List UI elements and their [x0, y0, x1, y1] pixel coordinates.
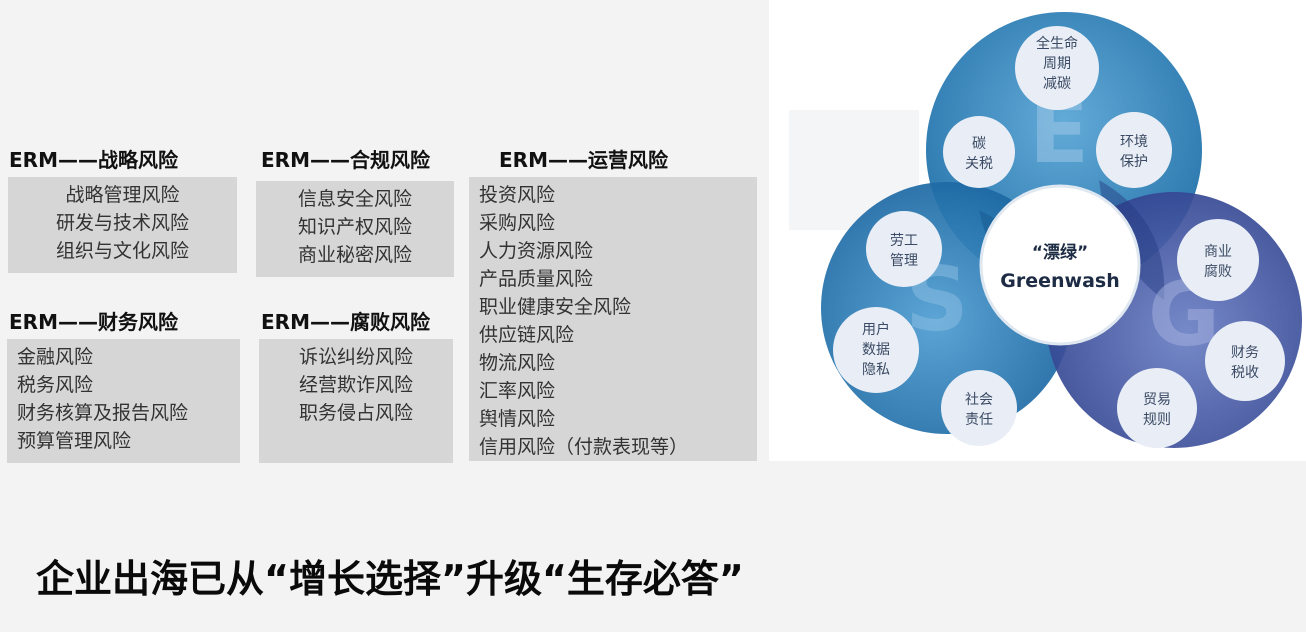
node-text: 社会 — [965, 392, 993, 408]
node-text: 关税 — [965, 156, 993, 172]
greenwash-circle — [979, 184, 1141, 346]
node-carbon-tax: 碳 关税 — [943, 116, 1015, 188]
node-text: 商业 — [1204, 244, 1232, 260]
list-item: 战略管理风险 — [65, 184, 180, 206]
node-text: 环境 — [1120, 134, 1148, 150]
list-item: 金融风险 — [17, 346, 94, 368]
erm-finance-title: ERM——财务风险 — [9, 310, 178, 334]
list-item: 人力资源风险 — [479, 240, 594, 262]
node-finance-tax: 财务 税收 — [1205, 321, 1285, 401]
erm-strategy-title: ERM——战略风险 — [9, 148, 178, 172]
node-labor: 劳工 管理 — [866, 211, 942, 287]
node-text: 管理 — [890, 253, 918, 269]
list-item: 舆情风险 — [479, 408, 556, 430]
node-text: 贸易 — [1143, 392, 1171, 408]
erm-corruption-title: ERM——腐败风险 — [261, 310, 430, 334]
list-item: 研发与技术风险 — [55, 212, 189, 234]
node-text: 用户 — [862, 321, 890, 338]
list-item: 诉讼纠纷风险 — [298, 346, 413, 368]
list-item: 职业健康安全风险 — [479, 296, 632, 318]
node-trade-rules: 贸易 规则 — [1117, 368, 1197, 448]
node-text: 规则 — [1143, 412, 1171, 428]
node-lifecycle: 全生命 周期 减碳 — [1015, 26, 1099, 110]
list-item: 职务侵占风险 — [298, 402, 413, 424]
esg-diagram-panel: E S G “漂绿” Greenwash 全生命 周期 减碳 碳 关税 环境 保… — [769, 0, 1306, 461]
node-text: 减碳 — [1043, 76, 1071, 92]
node-text: 周期 — [1043, 56, 1071, 72]
node-text: 保护 — [1120, 154, 1148, 170]
list-item: 税务风险 — [17, 374, 94, 396]
erm-finance-box: 金融风险 税务风险 财务核算及报告风险 预算管理风险 — [7, 339, 240, 463]
node-text: 腐败 — [1204, 263, 1232, 280]
erm-compliance-box: 信息安全风险 知识产权风险 商业秘密风险 — [256, 181, 454, 277]
list-item: 信息安全风险 — [297, 188, 412, 210]
greenwash-label-cn: “漂绿” — [1032, 242, 1088, 263]
list-item: 供应链风险 — [479, 324, 575, 346]
list-item: 商业秘密风险 — [297, 244, 412, 266]
esg-venn-diagram: E S G “漂绿” Greenwash 全生命 周期 减碳 碳 关税 环境 保… — [789, 12, 1302, 448]
node-text: 劳工 — [890, 233, 918, 249]
node-text: 税收 — [1231, 365, 1259, 381]
node-user-data: 用户 数据 隐私 — [833, 307, 919, 393]
node-text: 责任 — [965, 412, 993, 428]
erm-corruption-box: 诉讼纠纷风险 经营欺诈风险 职务侵占风险 — [259, 339, 453, 463]
node-text: 全生命 — [1036, 35, 1078, 52]
greenwash-label-en: Greenwash — [1000, 270, 1119, 292]
erm-operations-title: ERM——运营风险 — [499, 148, 668, 172]
list-item: 组织与文化风险 — [55, 240, 189, 262]
list-item: 预算管理风险 — [17, 430, 132, 452]
list-item: 财务核算及报告风险 — [17, 402, 189, 424]
list-item: 物流风险 — [479, 352, 556, 374]
list-item: 产品质量风险 — [479, 268, 594, 290]
node-text: 数据 — [862, 342, 890, 358]
list-item: 经营欺诈风险 — [298, 374, 413, 396]
page-headline: 企业出海已从“增长选择”升级“生存必答” — [36, 557, 744, 601]
node-text: 隐私 — [862, 362, 890, 378]
node-commercial-corruption: 商业 腐败 — [1177, 219, 1259, 301]
node-environment: 环境 保护 — [1096, 112, 1172, 188]
erm-strategy-box: 战略管理风险 研发与技术风险 组织与文化风险 — [8, 177, 237, 273]
list-item: 投资风险 — [479, 184, 556, 206]
node-social: 社会 责任 — [941, 370, 1017, 446]
list-item: 汇率风险 — [479, 380, 556, 402]
node-text: 碳 — [972, 136, 986, 152]
erm-operations-box: 投资风险 采购风险 人力资源风险 产品质量风险 职业健康安全风险 供应链风险 物… — [469, 177, 757, 461]
node-text: 财务 — [1231, 345, 1259, 361]
list-item: 采购风险 — [479, 212, 556, 234]
list-item: 信用风险（付款表现等） — [479, 436, 689, 458]
erm-compliance-title: ERM——合规风险 — [261, 148, 430, 172]
list-item: 知识产权风险 — [297, 216, 412, 238]
